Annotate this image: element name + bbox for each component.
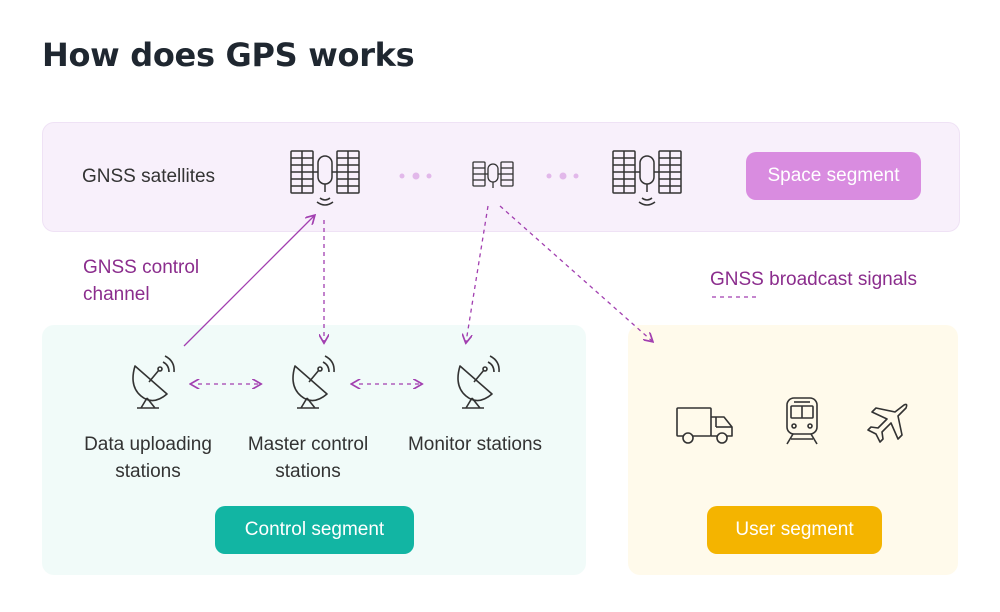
- ellipsis-dots-icon: [546, 172, 579, 180]
- station-label-data-uploading: Data uploading stations: [84, 434, 212, 482]
- satellite-dish-icon: [292, 355, 335, 409]
- gnss-broadcast-signals-label: GNSS broadcast signals: [710, 269, 917, 290]
- train-icon: [786, 397, 818, 445]
- satellite-dish-icon: [457, 355, 500, 409]
- satellite-dish-icon: [132, 355, 175, 409]
- gnss-control-channel-label: GNSS control channel: [83, 257, 200, 305]
- satellite-icon: [290, 150, 360, 206]
- downlink-arrow-monitor: [466, 205, 489, 342]
- user-segment-badge: User segment: [707, 506, 882, 554]
- uplink-arrow: [183, 216, 314, 347]
- satellite-icon: [612, 150, 682, 206]
- broadcast-arrow: [499, 205, 652, 341]
- satellite-small-icon: [472, 161, 514, 188]
- space-segment-badge: Space segment: [746, 152, 921, 200]
- station-label-master-control: Master control stations: [247, 434, 369, 482]
- station-label-monitor: Monitor stations: [407, 434, 543, 455]
- truck-icon: [676, 407, 733, 444]
- gnss-satellites-label: GNSS satellites: [82, 166, 216, 187]
- control-segment-badge: Control segment: [215, 506, 414, 554]
- airplane-icon: [867, 403, 908, 443]
- page-title: How does GPS works: [42, 36, 415, 74]
- ellipsis-dots-icon: [399, 172, 432, 180]
